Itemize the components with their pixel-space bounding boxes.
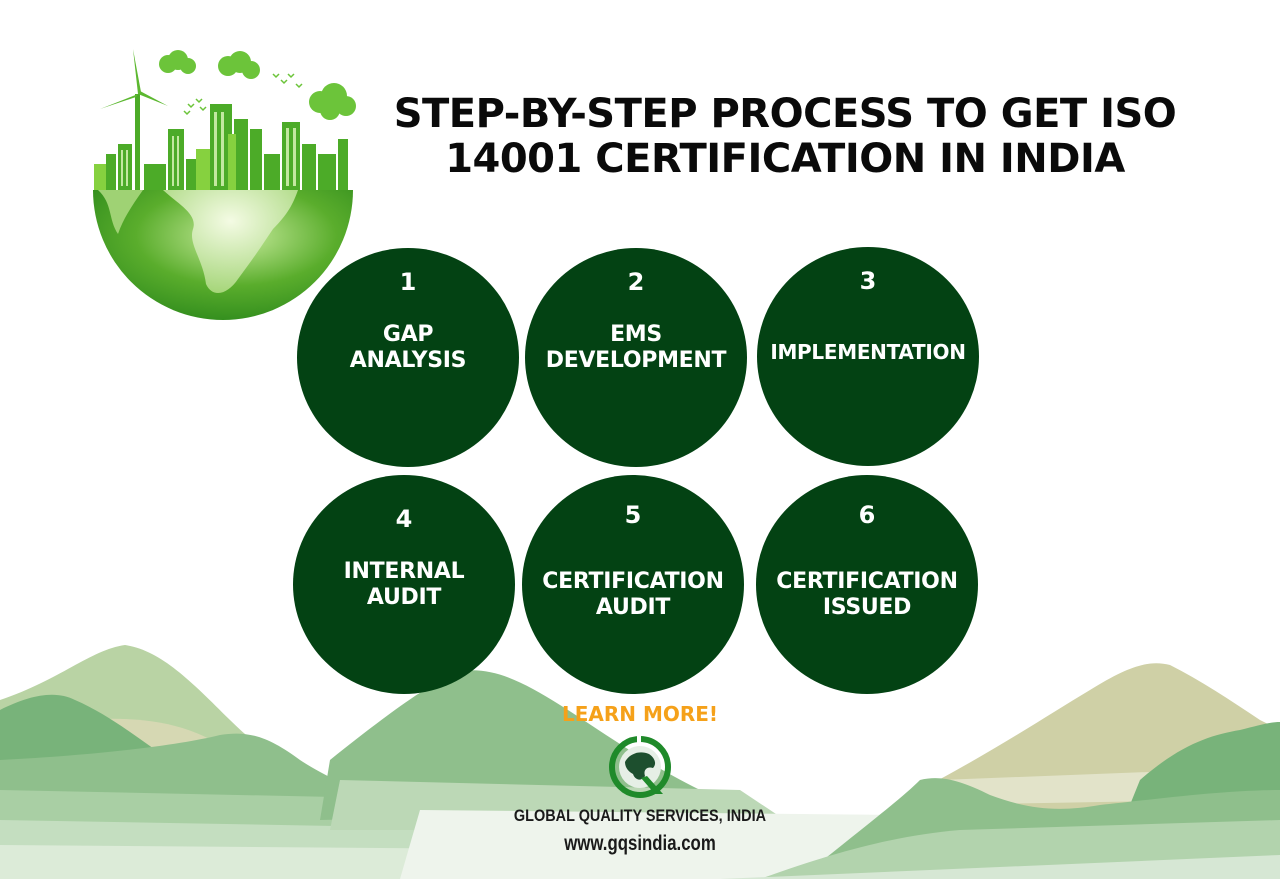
step-number: 4 bbox=[395, 505, 413, 533]
step-label-line-1: CERTIFICATION bbox=[776, 569, 958, 594]
gqs-globe-q-logo-icon bbox=[609, 734, 671, 798]
step-1-gap-analysis: 1 GAP ANALYSIS bbox=[297, 248, 519, 467]
title-line-1: STEP-BY-STEP PROCESS TO GET ISO bbox=[393, 91, 1177, 137]
step-label-line-1: CERTIFICATION bbox=[542, 569, 724, 594]
step-label: IMPLEMENTATION bbox=[757, 339, 979, 365]
eco-city-globe-icon bbox=[93, 49, 356, 320]
step-label-line-2: ISSUED bbox=[822, 595, 912, 620]
step-number: 3 bbox=[859, 267, 877, 295]
step-label-line-2: ANALYSIS bbox=[349, 348, 467, 373]
step-3-implementation: 3 IMPLEMENTATION bbox=[757, 247, 979, 466]
step-label-line-1: GAP bbox=[382, 322, 434, 347]
step-label-line-2: AUDIT bbox=[366, 585, 442, 610]
step-label: GAP ANALYSIS bbox=[297, 322, 519, 374]
company-name: GLOBAL QUALITY SERVICES, INDIA bbox=[513, 806, 767, 825]
step-label-line-1: INTERNAL bbox=[343, 559, 465, 584]
step-number: 1 bbox=[399, 268, 417, 296]
step-number: 6 bbox=[858, 501, 876, 529]
step-6-certification-issued: 6 CERTIFICATION ISSUED bbox=[756, 475, 978, 694]
website-link[interactable]: www.gqsindia.com bbox=[564, 832, 716, 855]
learn-more-link[interactable]: LEARN MORE! bbox=[561, 702, 719, 726]
page-title: STEP-BY-STEP PROCESS TO GET ISO 14001 CE… bbox=[380, 92, 1190, 182]
step-number: 5 bbox=[624, 501, 642, 529]
step-number: 2 bbox=[627, 268, 645, 296]
step-5-certification-audit: 5 CERTIFICATION AUDIT bbox=[522, 475, 744, 694]
step-label-line-1: EMS bbox=[610, 322, 662, 347]
step-label: INTERNAL AUDIT bbox=[293, 559, 515, 611]
step-label: CERTIFICATION AUDIT bbox=[522, 569, 744, 621]
title-line-2: 14001 CERTIFICATION IN INDIA bbox=[445, 136, 1125, 182]
step-label-line-2: AUDIT bbox=[595, 595, 671, 620]
step-label-line-1: IMPLEMENTATION bbox=[770, 340, 966, 364]
step-label: CERTIFICATION ISSUED bbox=[756, 569, 978, 621]
step-2-ems-development: 2 EMS DEVELOPMENT bbox=[525, 248, 747, 467]
step-label: EMS DEVELOPMENT bbox=[525, 322, 747, 374]
step-label-line-2: DEVELOPMENT bbox=[545, 348, 727, 373]
step-4-internal-audit: 4 INTERNAL AUDIT bbox=[293, 475, 515, 694]
